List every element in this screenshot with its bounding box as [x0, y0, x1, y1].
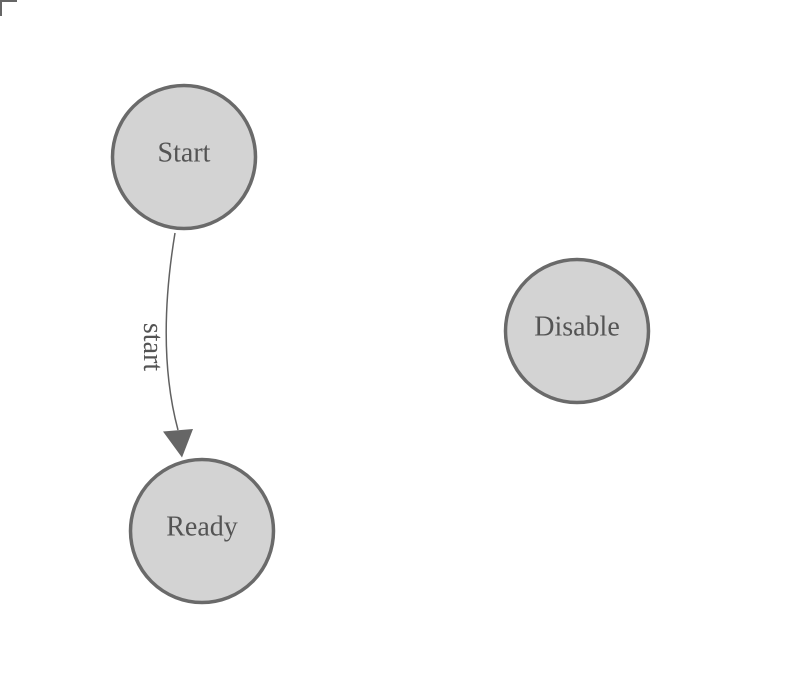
- edge-start-to-ready: start: [137, 232, 193, 458]
- corner-bracket-mark: [0, 0, 17, 16]
- node-disable[interactable]: Disable: [503, 257, 651, 405]
- edge-line[interactable]: [165, 232, 179, 431]
- node-start-label: Start: [158, 138, 211, 169]
- arrowhead-icon: [163, 429, 193, 458]
- node-start[interactable]: Start: [110, 83, 258, 231]
- node-start-circle[interactable]: [110, 83, 258, 231]
- node-ready[interactable]: Ready: [128, 457, 276, 605]
- node-ready-circle[interactable]: [128, 457, 276, 605]
- node-ready-label: Ready: [166, 512, 238, 543]
- node-disable-circle[interactable]: [503, 257, 651, 405]
- node-disable-label: Disable: [534, 312, 620, 343]
- edge-label: start: [137, 323, 168, 371]
